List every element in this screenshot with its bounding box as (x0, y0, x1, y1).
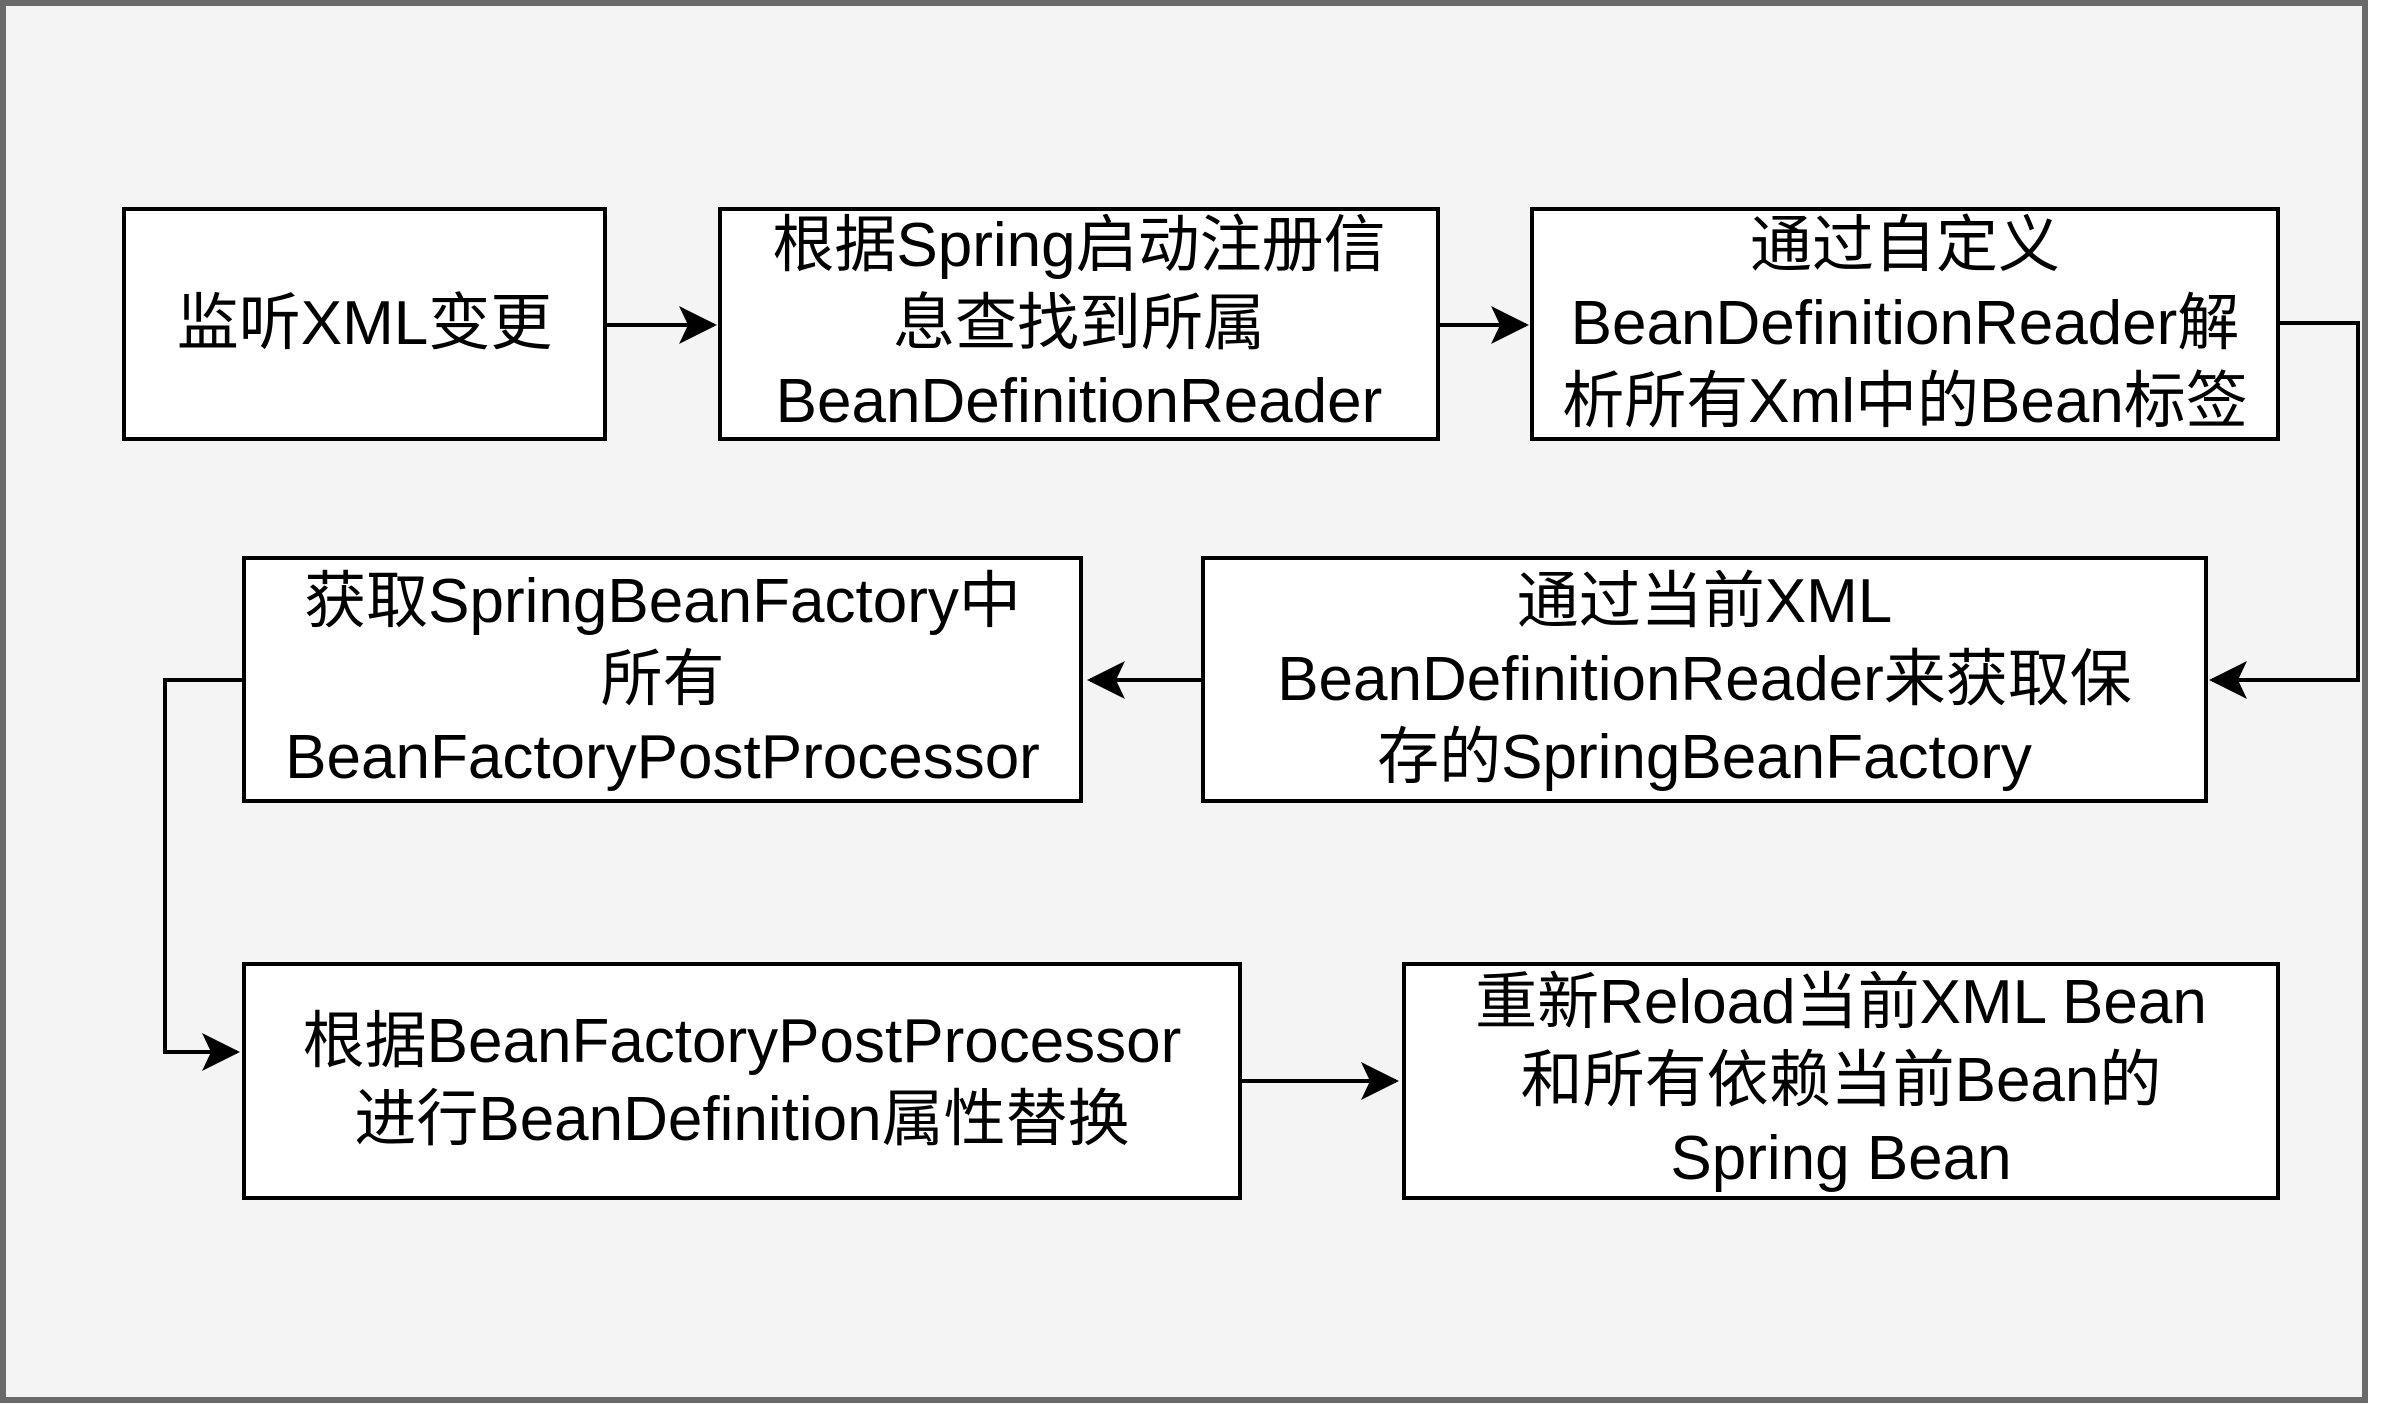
node-label: 通过自定义 BeanDefinitionReader解 析所有Xml中的Bean… (1562, 211, 2248, 436)
node-get-all-bean-factory-post-processors: 获取SpringBeanFactory中 所有 BeanFactoryPostP… (242, 556, 1083, 803)
node-replace-bean-definition-properties: 根据BeanFactoryPostProcessor 进行BeanDefinit… (242, 962, 1242, 1200)
node-get-saved-spring-bean-factory: 通过当前XML BeanDefinitionReader来获取保 存的Sprin… (1201, 556, 2208, 803)
node-label: 根据BeanFactoryPostProcessor 进行BeanDefinit… (302, 1007, 1182, 1154)
node-label: 重新Reload当前XML Bean 和所有依赖当前Bean的 Spring B… (1475, 968, 2207, 1193)
node-listen-xml-change: 监听XML变更 (122, 207, 607, 441)
node-label: 获取SpringBeanFactory中 所有 BeanFactoryPostP… (285, 566, 1040, 792)
node-reload-spring-beans: 重新Reload当前XML Bean 和所有依赖当前Bean的 Spring B… (1402, 962, 2280, 1200)
node-parse-bean-tags: 通过自定义 BeanDefinitionReader解 析所有Xml中的Bean… (1530, 207, 2280, 441)
node-label: 监听XML变更 (176, 289, 553, 358)
node-label: 根据Spring启动注册信 息查找到所属 BeanDefinitionReade… (772, 211, 1386, 436)
node-find-owning-bean-definition-reader: 根据Spring启动注册信 息查找到所属 BeanDefinitionReade… (718, 207, 1440, 441)
node-label: 通过当前XML BeanDefinitionReader来获取保 存的Sprin… (1277, 566, 2132, 792)
